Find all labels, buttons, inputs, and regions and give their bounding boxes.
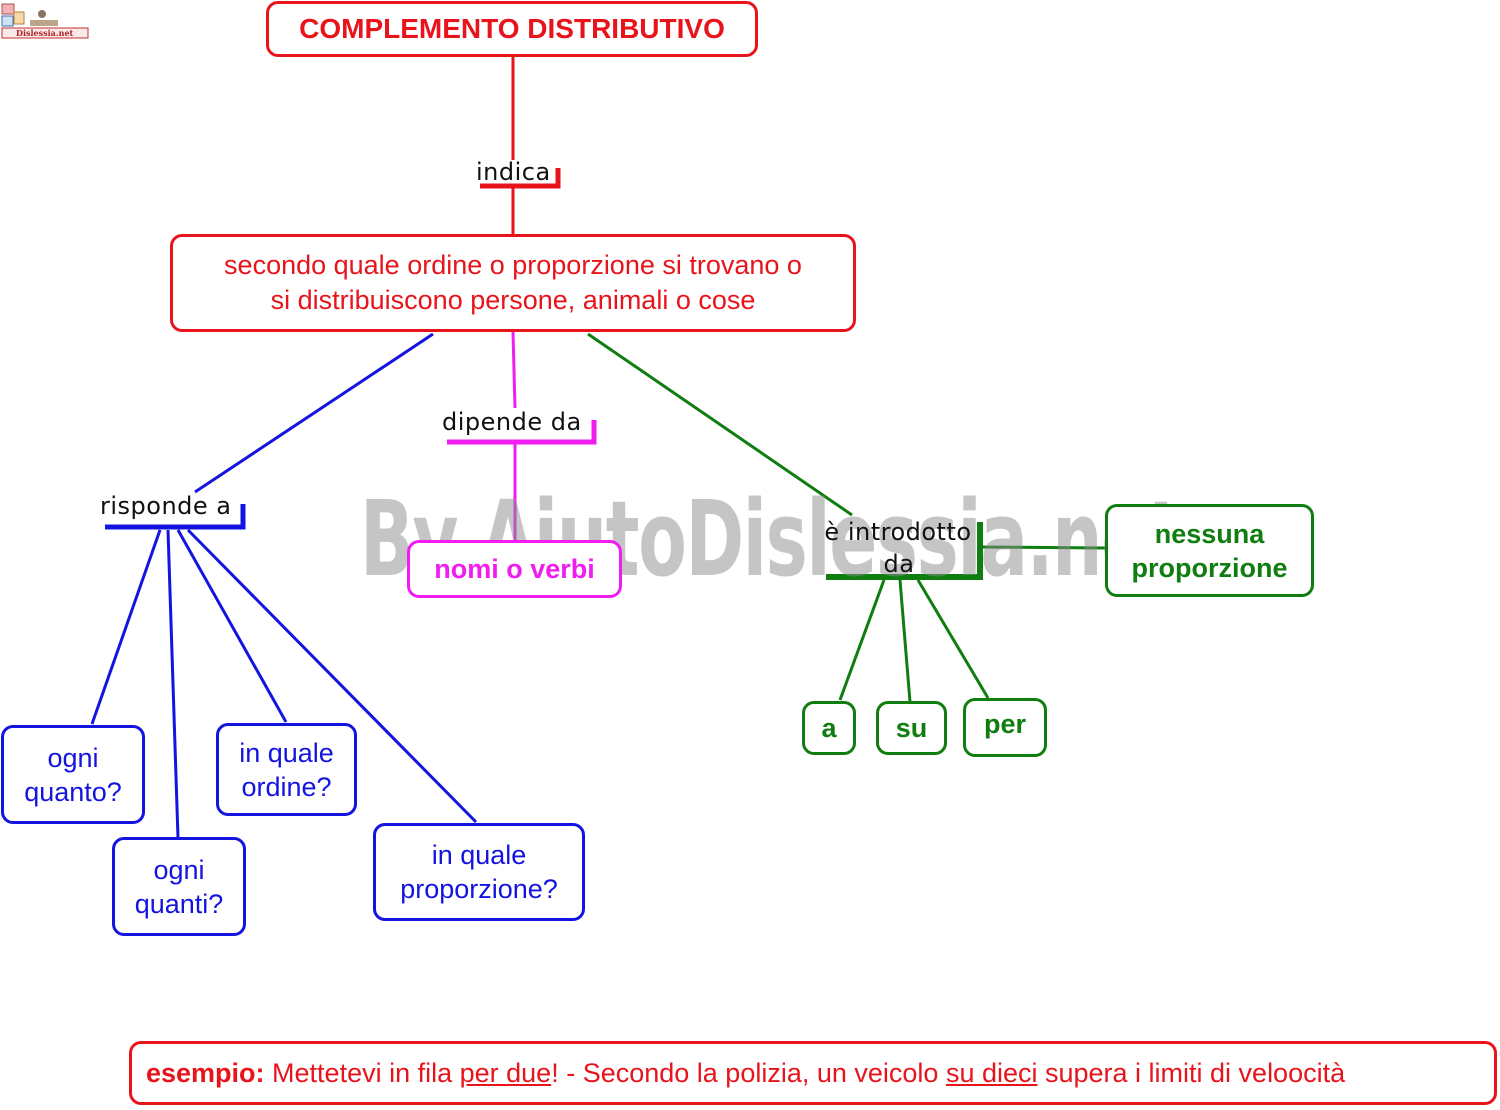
question-box-in-quale-ordine: in quale ordine? [216, 723, 357, 816]
question-line: ogni [153, 854, 205, 885]
bracket-dipende [447, 420, 597, 445]
connector-definition-dipende [511, 331, 517, 409]
no-preposition-box: nessuna proporzione [1105, 504, 1314, 597]
example-label: esempio: [146, 1057, 265, 1088]
connector-definition-introdotto [587, 332, 853, 517]
bracket-risponde [105, 504, 246, 530]
link-label-indica: indica [476, 158, 551, 186]
connector-introdotto-a [838, 579, 886, 701]
preposition-box-su: su [876, 701, 947, 755]
preposition-text: su [895, 712, 928, 743]
question-line: quanto? [24, 776, 122, 807]
no-preposition-line2: proporzione [1131, 552, 1288, 583]
site-logo: Dislessia.net [0, 0, 90, 40]
question-box-ogni-quanti: ogni quanti? [112, 837, 246, 936]
connector-definition-risponde [194, 332, 434, 494]
example-part1: Mettetevi in fila [264, 1057, 460, 1088]
definition-box: secondo quale ordine o proporzione si tr… [170, 234, 856, 332]
question-line: in quale [239, 737, 334, 768]
question-line: in quale [431, 840, 527, 870]
logo-text: Dislessia.net [16, 28, 74, 38]
link-label-dipende-da: dipende da [442, 408, 582, 436]
example-box: esempio: Mettetevi in fila per due ! - S… [129, 1041, 1497, 1105]
preposition-text: per [983, 709, 1027, 739]
question-line: ordine? [241, 771, 332, 802]
preposition-text: a [821, 712, 837, 743]
connector-risponde-q2 [166, 529, 180, 839]
example-part3: supera i limiti di veloocità [1037, 1057, 1346, 1088]
connector-risponde-q3 [176, 529, 288, 723]
link-label-line: è introdotto [824, 518, 972, 546]
question-line: ogni [47, 742, 99, 773]
preposition-box-per: per [963, 698, 1047, 757]
example-underline2: su dieci [945, 1057, 1038, 1088]
connector-introdotto-per [916, 579, 990, 699]
question-line: quanti? [134, 888, 224, 919]
question-box-ogni-quanto: ogni quanto? [1, 725, 145, 824]
definition-line2: si distribuiscono persone, animali o cos… [270, 285, 756, 315]
definition-line1: secondo quale ordine o proporzione si tr… [224, 250, 802, 280]
connector-risponde-q1 [90, 529, 162, 725]
depends-on-text: nomi o verbi [434, 553, 595, 584]
no-preposition-line1: nessuna [1154, 518, 1265, 549]
title-box: COMPLEMENTO DISTRIBUTIVO [266, 1, 758, 57]
link-label-introdotto-da: è introdotto da [820, 516, 976, 580]
question-box-in-quale-proporzione: in quale proporzione? [373, 823, 585, 921]
question-line: proporzione? [400, 874, 558, 904]
title-text: COMPLEMENTO DISTRIBUTIVO [299, 13, 725, 44]
link-label-risponde-a: risponde a [100, 492, 232, 520]
link-label-line: da [883, 550, 915, 578]
bracket-indica [480, 168, 561, 189]
connector-introdotto-su [898, 579, 912, 703]
connector-introdotto-nessuna [979, 545, 1107, 550]
example-part2: ! - Secondo la polizia, un veicolo [551, 1057, 946, 1088]
bracket-introdotto [826, 522, 983, 580]
preposition-box-a: a [802, 701, 856, 755]
example-underline1: per due [459, 1057, 552, 1088]
connector-risponde-q4 [186, 528, 478, 824]
depends-on-box: nomi o verbi [407, 540, 622, 598]
